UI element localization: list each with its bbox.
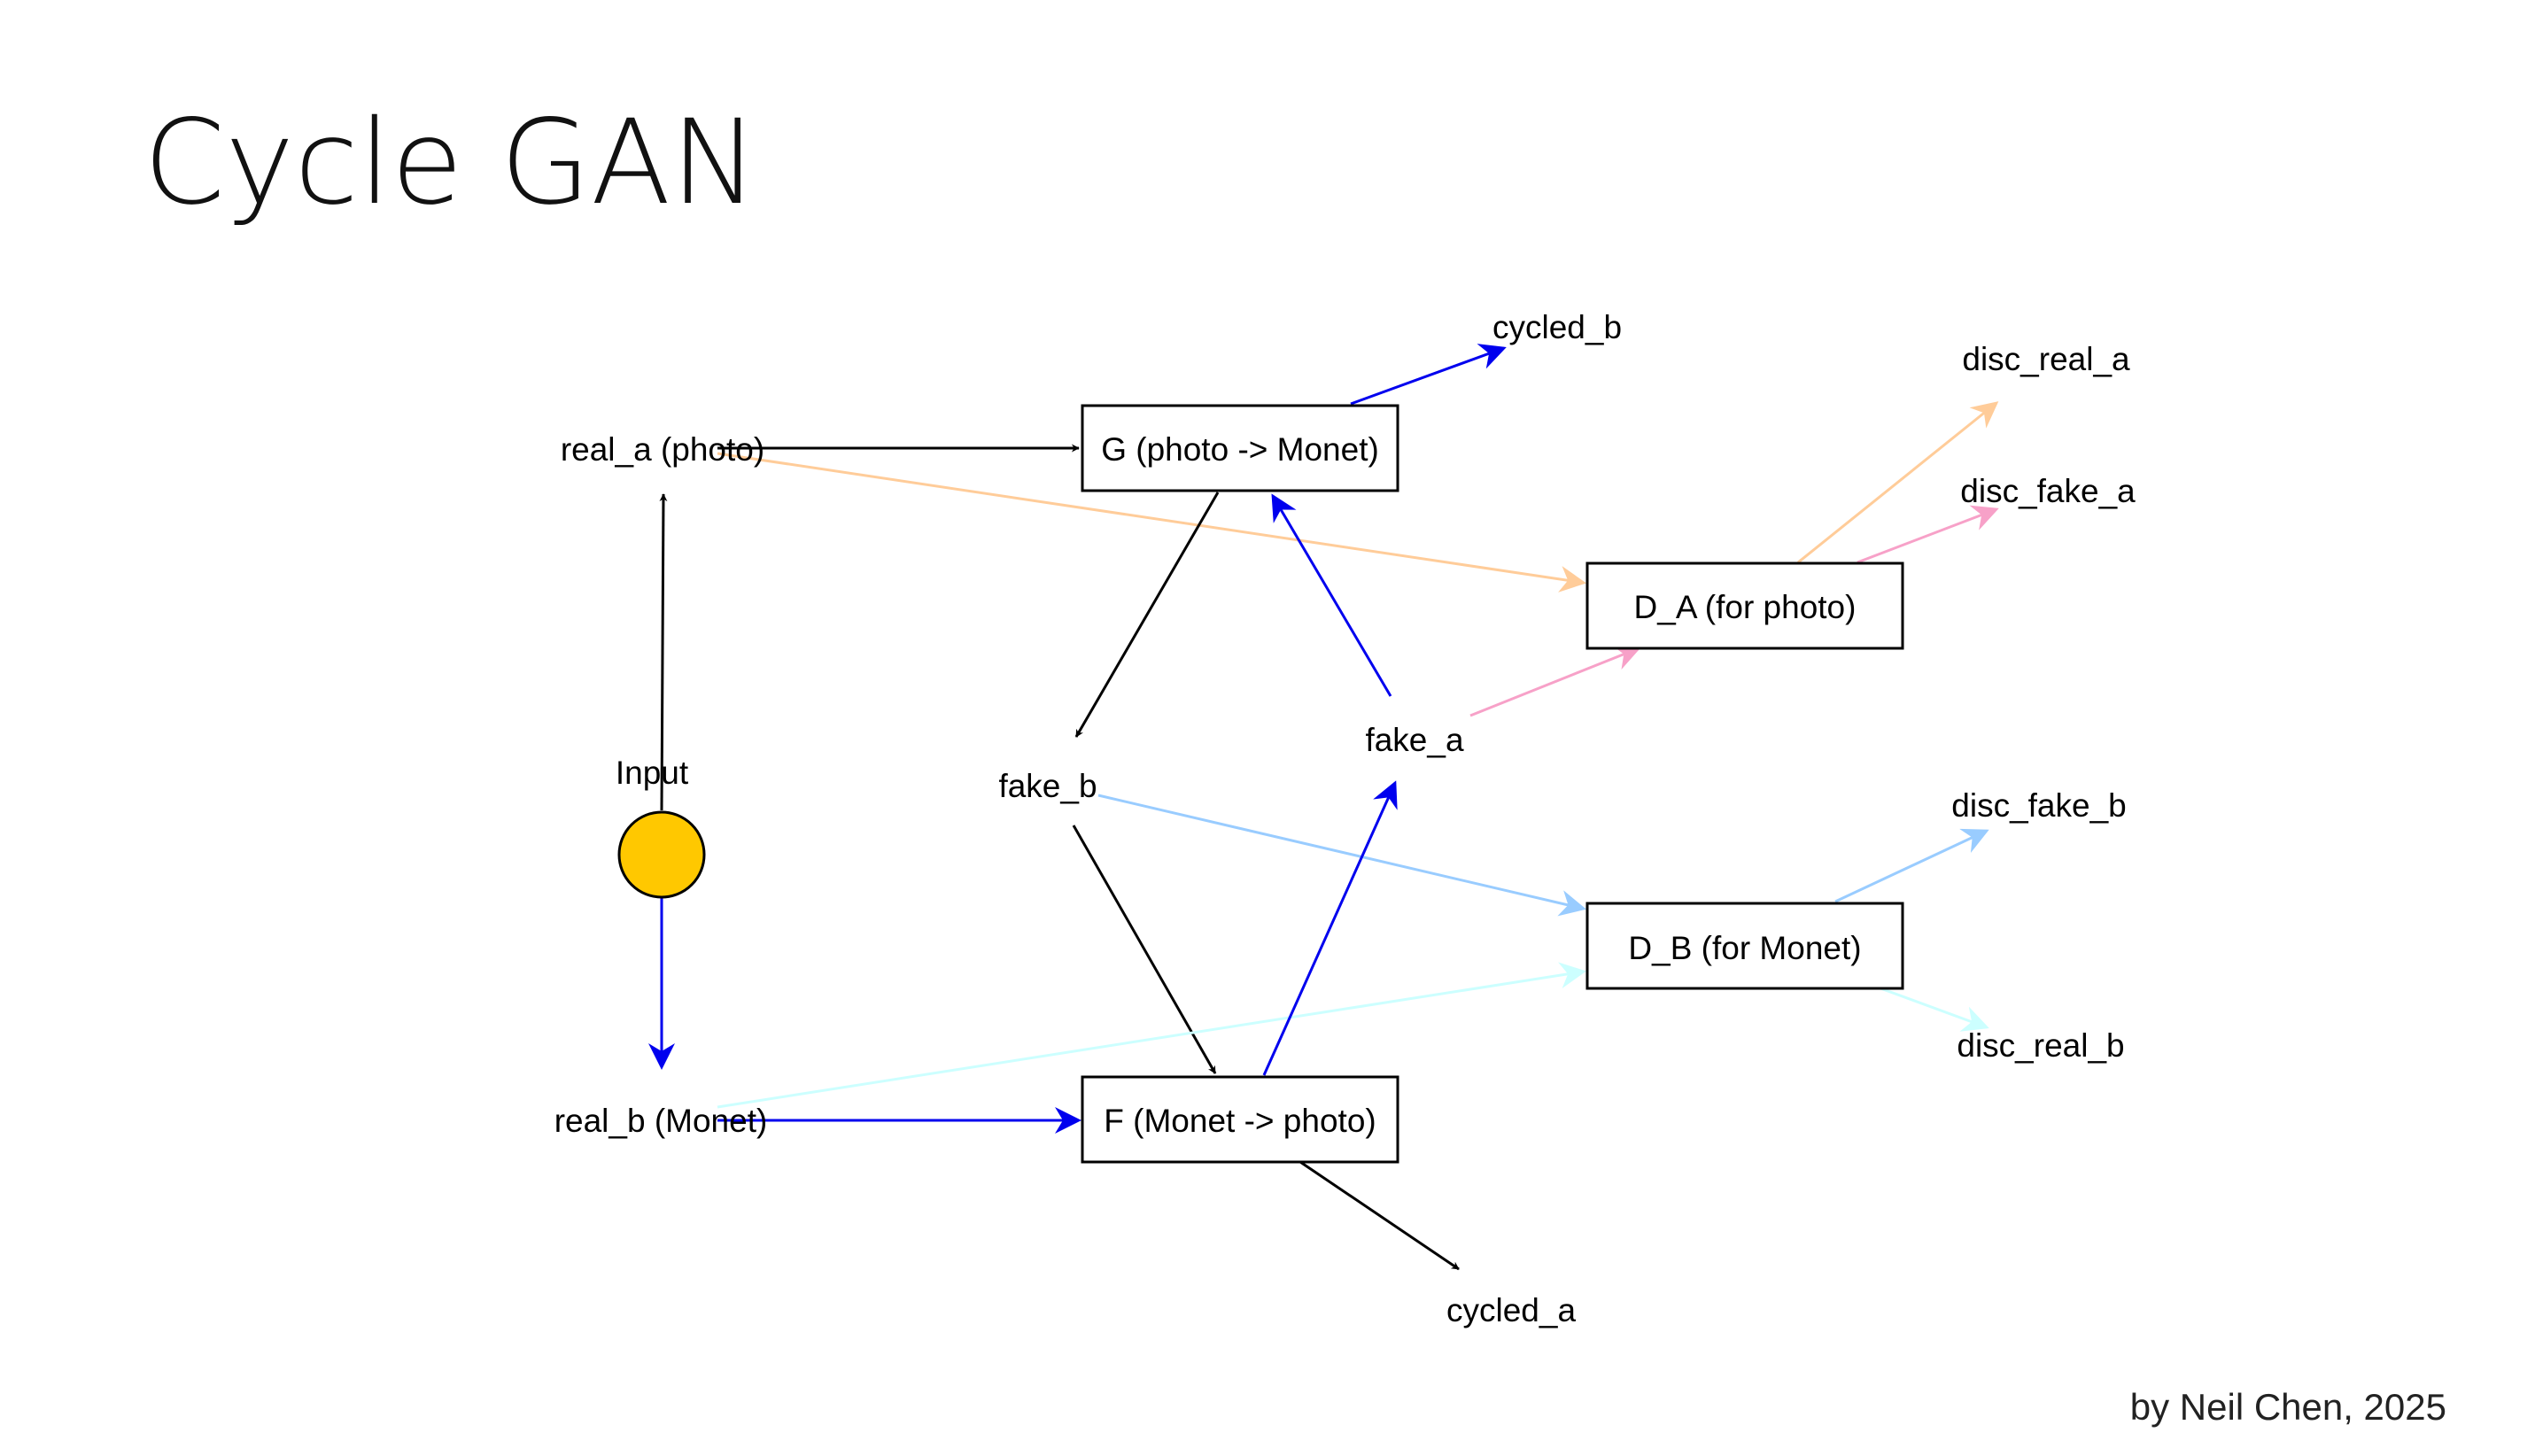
discriminator-a-label: D_A (for photo) (1634, 589, 1857, 625)
edge-input-to-real-a (659, 493, 668, 811)
label-fake-b: fake_b (998, 768, 1097, 804)
label-real-b: real_b (Monet) (554, 1103, 768, 1139)
edge-fake-b-to-db (1097, 794, 1586, 917)
generator-g-label: G (photo -> Monet) (1101, 431, 1379, 468)
generator-f-label: F (Monet -> photo) (1104, 1103, 1376, 1139)
edge-fake-a-to-da (1469, 645, 1641, 717)
edge-da-to-disc-fake-a (1857, 505, 1999, 564)
author-credit: by Neil Chen, 2025 (2129, 1386, 2446, 1428)
edge-g-to-cycled-b (1350, 344, 1507, 406)
input-node-label: Input (616, 755, 689, 791)
label-disc-real-b: disc_real_b (1957, 1027, 2124, 1064)
label-disc-real-a: disc_real_a (1962, 341, 2130, 377)
edge-fake-a-to-g (1271, 493, 1392, 697)
label-cycled-b: cycled_b (1492, 309, 1622, 345)
label-disc-fake-b: disc_fake_b (1951, 787, 2126, 824)
edge-fake-b-to-f (1072, 825, 1217, 1074)
label-real-a: real_a (photo) (561, 431, 764, 468)
label-cycled-a: cycled_a (1446, 1292, 1576, 1328)
discriminator-a-box: D_A (for photo) (1585, 561, 1904, 650)
edge-real-b-to-db (717, 962, 1586, 1109)
edge-db-to-disc-fake-b (1834, 828, 1989, 903)
edges (648, 344, 1999, 1271)
edge-f-to-fake-a (1262, 780, 1398, 1076)
edge-f-to-cycled-a (1299, 1160, 1460, 1271)
discriminator-b-label: D_B (for Monet) (1628, 930, 1861, 966)
edge-g-to-fake-b (1074, 492, 1220, 738)
edge-db-to-disc-real-b (1872, 984, 1989, 1032)
input-node-circle (617, 810, 706, 899)
edge-real-a-to-da (717, 452, 1586, 592)
label-disc-fake-a: disc_fake_a (1960, 473, 2136, 509)
edge-da-to-disc-real-a (1797, 401, 1999, 564)
slide-title: Cycle GAN (143, 95, 759, 231)
generator-g-box: G (photo -> Monet) (1081, 404, 1399, 492)
discriminator-b-box: D_B (for Monet) (1585, 902, 1904, 990)
label-fake-a: fake_a (1365, 722, 1464, 758)
generator-f-box: F (Monet -> photo) (1081, 1075, 1399, 1164)
